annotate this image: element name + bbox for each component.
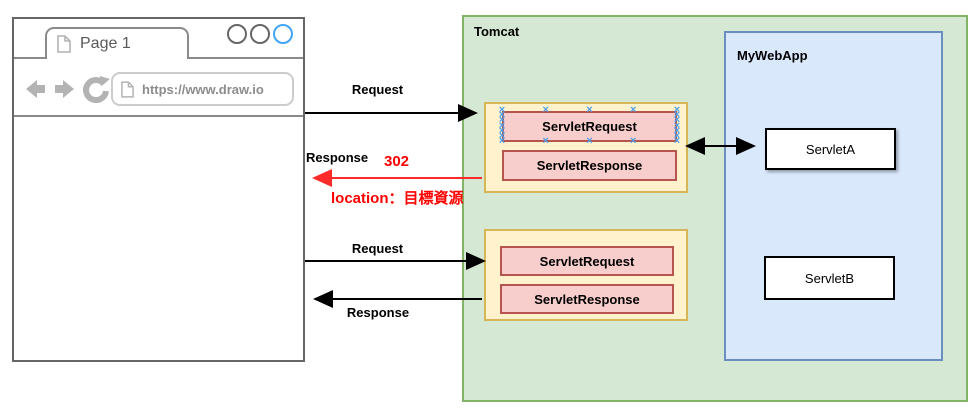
servlet-a-label: ServletA (805, 141, 856, 157)
back-arrow-icon[interactable] (22, 77, 48, 101)
servlet-b-label: ServletB (804, 270, 855, 286)
mywebapp-label: MyWebApp (737, 48, 808, 63)
mywebapp-container[interactable]: MyWebApp ServletA ServletB (724, 31, 943, 361)
servlet-response-box-bottom[interactable]: ServletResponse (500, 284, 674, 314)
servlet-request-label: ServletRequest (542, 119, 637, 134)
status-code-302: 302 (384, 153, 410, 170)
window-control-icon-active[interactable] (273, 24, 293, 44)
refresh-icon[interactable] (82, 75, 110, 103)
tomcat-label: Tomcat (474, 24, 520, 39)
browser-tab[interactable]: Page 1 (45, 27, 189, 59)
servlet-request-box-bottom[interactable]: ServletRequest (500, 246, 674, 276)
servlet-b-box[interactable]: ServletB (764, 256, 895, 300)
response-label-top: Response (306, 150, 369, 165)
servlet-response-box-top[interactable]: ServletResponse (502, 150, 677, 181)
window-control-icon[interactable] (227, 24, 247, 44)
url-text: https://www.draw.io (142, 81, 264, 97)
servlet-request-label: ServletRequest (539, 253, 635, 269)
forward-arrow-icon[interactable] (52, 77, 78, 101)
servlet-a-box[interactable]: ServletA (765, 128, 896, 170)
request-label-top: Request (351, 82, 404, 97)
browser-window[interactable]: Page 1 https://www.draw.io (12, 17, 305, 362)
request-label-bottom: Request (351, 241, 404, 256)
window-control-icon[interactable] (250, 24, 270, 44)
page-icon (121, 80, 134, 98)
servlet-request-box-top[interactable]: ServletRequest (502, 111, 677, 142)
tomcat-container[interactable]: Tomcat MyWebApp ServletA ServletB Servle… (462, 15, 968, 402)
tab-label: Page 1 (80, 35, 131, 52)
page-icon (57, 35, 71, 53)
servlet-response-label: ServletResponse (536, 158, 643, 173)
location-redirect-label: location：目標資源 (331, 190, 464, 207)
request-group-bottom[interactable]: ServletRequest ServletResponse (484, 229, 688, 321)
window-controls (227, 24, 293, 44)
servlet-response-label: ServletResponse (534, 291, 640, 307)
request-group-top[interactable]: ServletRequest ×××××××××××××××××××× Serv… (484, 102, 688, 193)
url-bar[interactable]: https://www.draw.io (111, 72, 294, 106)
browser-nav (22, 75, 110, 103)
toolbar-divider (14, 115, 303, 117)
response-label-bottom: Response (346, 305, 410, 320)
